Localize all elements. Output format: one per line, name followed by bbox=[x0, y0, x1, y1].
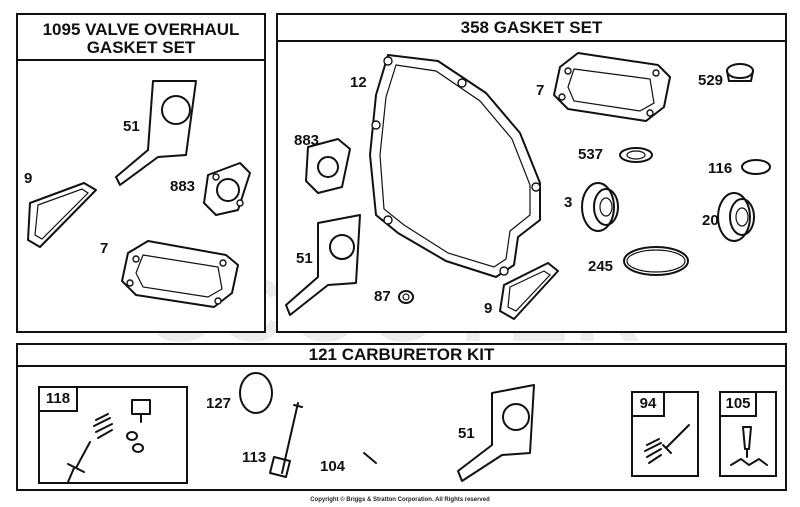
gasket-panel-header: 358 GASKET SET bbox=[278, 15, 785, 42]
carb-panel-title: 121 CARBURETOR KIT bbox=[308, 345, 495, 364]
label-87: 87 bbox=[374, 288, 391, 305]
spring-icon bbox=[644, 438, 662, 464]
label-104: 104 bbox=[320, 458, 346, 475]
part-537-seal bbox=[619, 147, 653, 163]
label-116: 116 bbox=[708, 160, 733, 177]
label-51: 51 bbox=[296, 250, 313, 267]
part-245-ring bbox=[623, 246, 689, 276]
label-20: 20 bbox=[702, 212, 719, 229]
part-20-oil-seal bbox=[717, 192, 751, 242]
valve-panel-title-line1: 1095 VALVE OVERHAUL bbox=[42, 20, 240, 39]
label-127: 127 bbox=[206, 395, 232, 412]
part-3-oil-seal bbox=[581, 182, 615, 232]
part-127-disc bbox=[239, 372, 273, 414]
part-7-head-gasket bbox=[121, 240, 239, 308]
carb-panel-header: 121 CARBURETOR KIT bbox=[18, 345, 785, 367]
label-245: 245 bbox=[588, 258, 614, 275]
valve-needle-icon bbox=[742, 426, 752, 450]
box-105: 105 bbox=[719, 391, 777, 477]
needle-icon bbox=[67, 441, 91, 483]
needle-icon bbox=[662, 424, 690, 454]
valve-panel-drawing bbox=[27, 80, 251, 308]
label-12: 12 bbox=[350, 74, 367, 91]
gasket-panel-drawing bbox=[285, 52, 771, 320]
label-883: 883 bbox=[294, 132, 320, 149]
copyright-notice: Copyright © Briggs & Stratton Corporatio… bbox=[310, 497, 490, 503]
part-51-plate bbox=[457, 384, 535, 482]
carburetor-kit-panel: 121 CARBURETOR KIT 118 127 113 104 51 94 bbox=[16, 343, 787, 491]
label-7: 7 bbox=[536, 82, 545, 99]
label-537: 537 bbox=[578, 146, 604, 163]
part-883-gasket bbox=[305, 138, 351, 194]
part-12-crankcase-gasket bbox=[369, 54, 541, 278]
part-9-gasket bbox=[499, 262, 559, 320]
box-105-drawing bbox=[730, 426, 768, 466]
box-94-label: 94 bbox=[633, 393, 665, 417]
part-113-screw bbox=[281, 402, 299, 474]
box-118-label: 118 bbox=[40, 388, 78, 412]
gasket-panel-title: 358 GASKET SET bbox=[460, 18, 603, 37]
part-87-washer bbox=[398, 290, 414, 304]
valve-panel-header: 1095 VALVE OVERHAUL GASKET SET bbox=[18, 15, 264, 61]
label-883: 883 bbox=[170, 178, 196, 195]
box-118: 118 bbox=[38, 386, 188, 484]
part-51-plate bbox=[285, 214, 361, 316]
part-883-gasket bbox=[203, 162, 251, 216]
box-94-drawing bbox=[644, 424, 690, 464]
part-529-cap bbox=[726, 63, 754, 79]
box-118-drawing bbox=[67, 399, 151, 483]
gasket-set-panel: 358 GASKET SET bbox=[276, 13, 787, 333]
box-94: 94 bbox=[631, 391, 699, 477]
part-51-plate bbox=[115, 80, 197, 186]
label-3: 3 bbox=[564, 194, 573, 211]
label-7: 7 bbox=[100, 240, 109, 257]
label-9: 9 bbox=[24, 170, 33, 187]
part-7-head-gasket bbox=[553, 52, 671, 122]
label-529: 529 bbox=[698, 72, 724, 89]
part-104-pin bbox=[363, 452, 377, 464]
valve-overhaul-panel: 1095 VALVE OVERHAUL GASKET SET 51 9 883 … bbox=[16, 13, 266, 333]
spring-icon bbox=[93, 413, 113, 439]
box-105-label: 105 bbox=[721, 393, 757, 417]
label-113: 113 bbox=[242, 449, 267, 466]
label-51: 51 bbox=[458, 425, 475, 442]
part-51-port bbox=[161, 95, 191, 125]
clip-icon bbox=[730, 458, 768, 466]
part-116-oring bbox=[741, 159, 771, 175]
label-9: 9 bbox=[484, 300, 493, 317]
valve-panel-title-line2: GASKET SET bbox=[86, 38, 196, 57]
label-51: 51 bbox=[123, 118, 140, 135]
carb-panel-drawing bbox=[239, 372, 535, 482]
part-9-gasket bbox=[27, 182, 97, 248]
